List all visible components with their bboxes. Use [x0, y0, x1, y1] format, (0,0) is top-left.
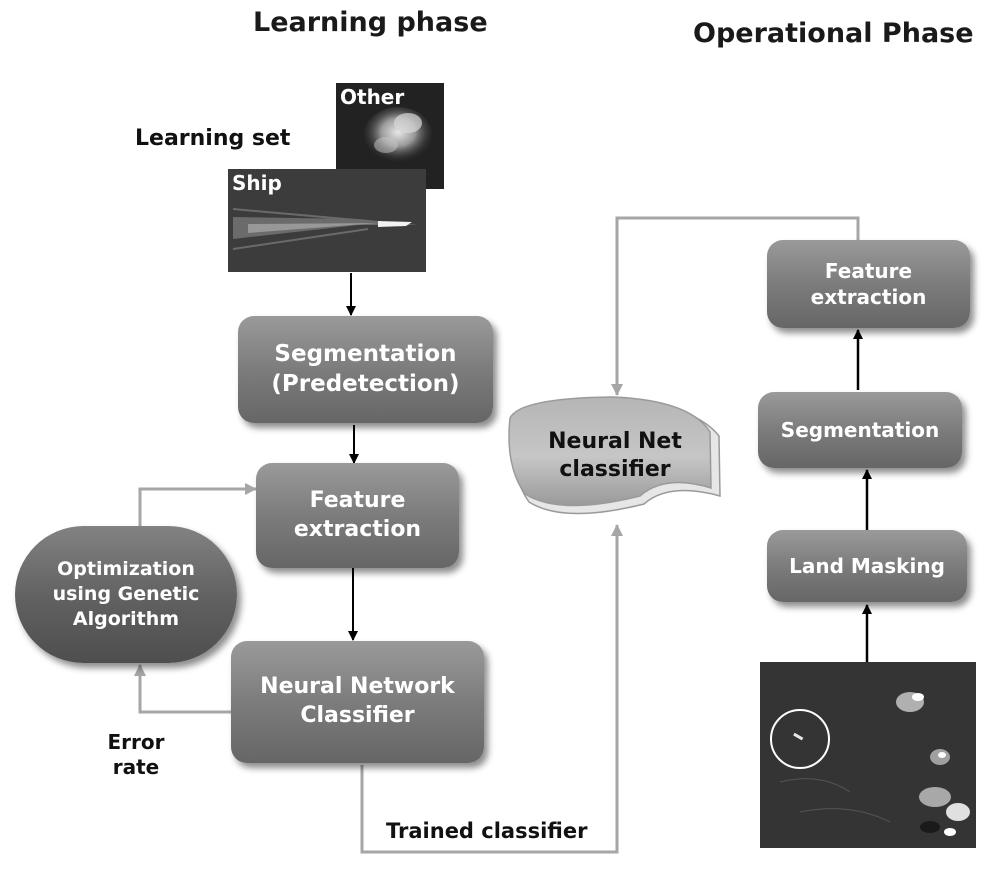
satellite-input-image — [760, 662, 976, 848]
other-image-label: Other — [340, 85, 405, 109]
trained-classifier-line — [360, 524, 623, 854]
ship-sample-image: Ship — [228, 169, 426, 272]
error-rate-feedback-line — [134, 664, 232, 714]
trained-classifier-label: Trained classifier — [386, 819, 588, 843]
learning-set-label: Learning set — [135, 126, 291, 151]
segmentation-predetection-box: Segmentation(Predetection) — [238, 316, 493, 423]
optimization-feedback-line — [138, 483, 257, 527]
error-rate-label: Error rate — [107, 730, 165, 779]
operational-segmentation-box: Segmentation — [758, 392, 962, 468]
ship-image-label: Ship — [232, 171, 282, 195]
satellite-graphic — [760, 662, 976, 848]
target-highlight-circle — [770, 709, 830, 769]
features-to-classifier-line — [611, 216, 860, 396]
learning-phase-title: Learning phase — [253, 7, 488, 38]
operational-phase-title: Operational Phase — [693, 18, 974, 49]
land-masking-box: Land Masking — [767, 530, 967, 602]
neural-net-classifier-label: Neural Net classifier — [548, 429, 682, 482]
neural-net-classifier-shape — [508, 396, 712, 507]
ship-sample-graphic — [228, 169, 426, 272]
